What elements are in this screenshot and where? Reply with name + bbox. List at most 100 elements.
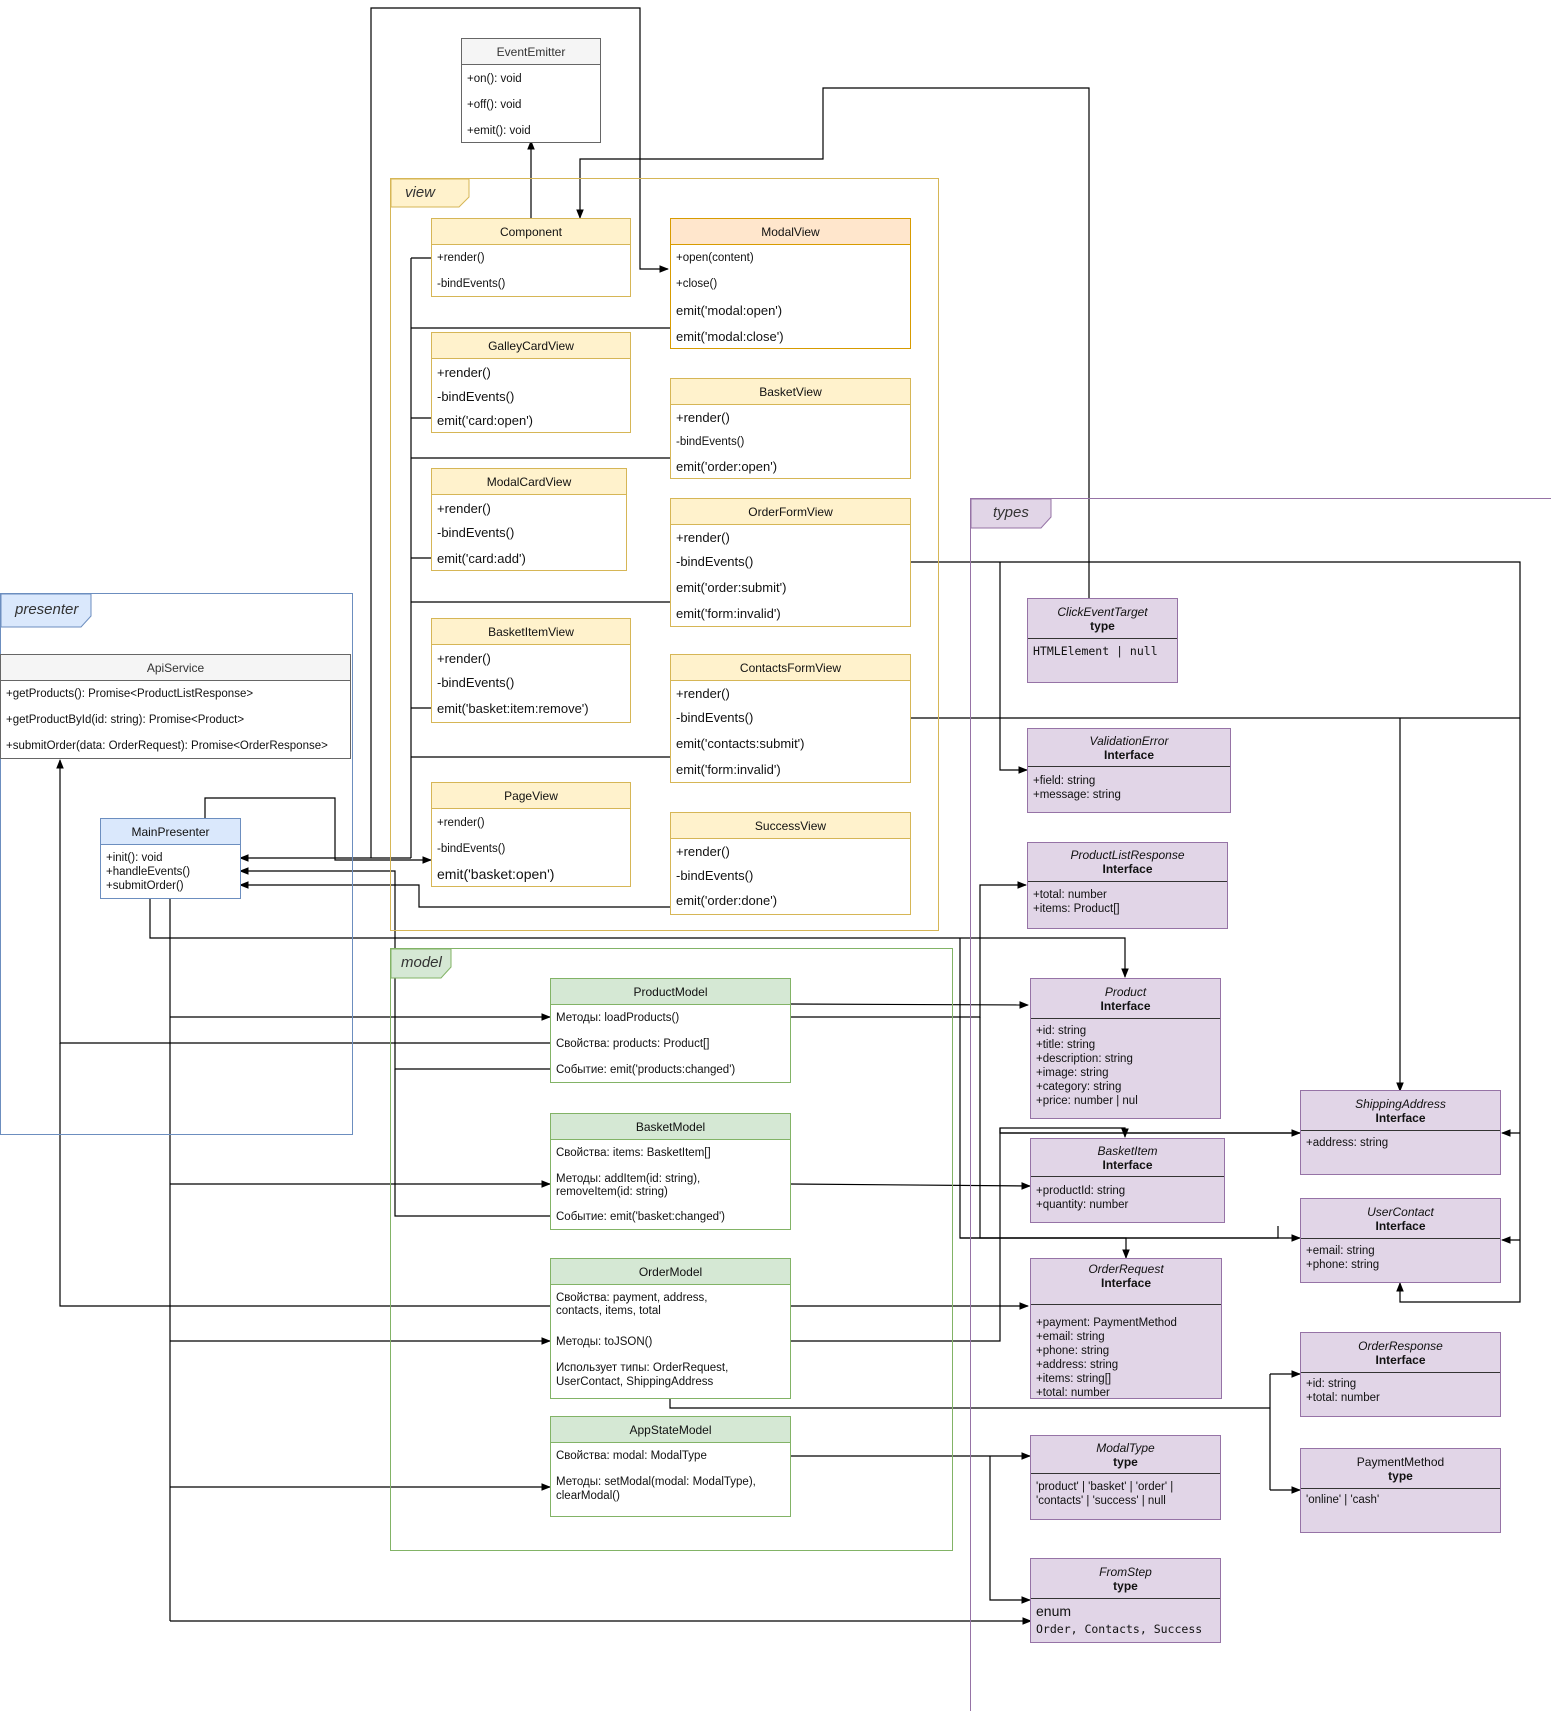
productlistresponse-member: +items: Product[] bbox=[1033, 903, 1120, 915]
product-member: +description: string bbox=[1036, 1053, 1133, 1065]
modalcardview-member: -bindEvents() bbox=[437, 525, 515, 540]
pageview-class[interactable]: PageView +render() -bindEvents() emit('b… bbox=[431, 782, 631, 887]
eventemitter-member: +off(): void bbox=[467, 99, 522, 111]
usercontact-header: UserContact Interface bbox=[1301, 1199, 1500, 1239]
product-member: +category: string bbox=[1036, 1081, 1122, 1093]
productmodel-name: ProductModel bbox=[633, 984, 708, 999]
product-member: +title: string bbox=[1036, 1039, 1096, 1051]
successview-member: -bindEvents() bbox=[676, 868, 754, 883]
orderresponse-member: +id: string bbox=[1306, 1378, 1357, 1390]
product-member: +price: number | nul bbox=[1036, 1095, 1138, 1107]
modaltype-stereotype: type bbox=[1113, 1454, 1138, 1469]
product-stereotype: Interface bbox=[1100, 998, 1151, 1013]
mainpresenter-header: MainPresenter bbox=[101, 819, 240, 845]
orderrequest-member: +total: number bbox=[1036, 1387, 1110, 1399]
ordermodel-member: Методы: toJSON() bbox=[556, 1336, 653, 1348]
appstatemodel-member: clearModal() bbox=[556, 1490, 620, 1502]
orderresponse-stereotype: Interface bbox=[1375, 1352, 1426, 1367]
validationerror-name: ValidationError bbox=[1089, 733, 1169, 748]
modaltype-header: ModalType type bbox=[1031, 1436, 1220, 1474]
basketitem-type[interactable]: BasketItem Interface +productId: string … bbox=[1030, 1138, 1225, 1223]
eventemitter-header: EventEmitter bbox=[462, 39, 600, 65]
basketview-header: BasketView bbox=[671, 379, 910, 405]
productmodel-class[interactable]: ProductModel Методы: loadProducts() Свой… bbox=[550, 978, 791, 1083]
usercontact-member: +phone: string bbox=[1306, 1259, 1380, 1271]
contactsformview-name: ContactsFormView bbox=[739, 660, 842, 675]
modalview-name: ModalView bbox=[761, 224, 820, 239]
appstatemodel-header: AppStateModel bbox=[551, 1417, 790, 1443]
galleycardview-member: emit('card:open') bbox=[437, 413, 534, 428]
pageview-name: PageView bbox=[504, 788, 558, 803]
fromstep-member: enum bbox=[1036, 1603, 1072, 1619]
orderformview-member: -bindEvents() bbox=[676, 554, 754, 569]
orderrequest-type[interactable]: OrderRequest Interface +payment: Payment… bbox=[1030, 1258, 1222, 1399]
validationerror-stereotype: Interface bbox=[1103, 747, 1155, 762]
successview-class[interactable]: SuccessView +render() -bindEvents() emit… bbox=[670, 812, 911, 915]
validationerror-type[interactable]: ValidationError Interface +field: string… bbox=[1027, 728, 1231, 813]
paymentmethod-name: PaymentMethod bbox=[1356, 1454, 1445, 1469]
modalview-member: +close() bbox=[676, 278, 718, 290]
clickeventtarget-stereotype: type bbox=[1090, 618, 1115, 633]
galleycardview-header: GalleyCardView bbox=[432, 333, 630, 359]
modalcardview-class[interactable]: ModalCardView +render() -bindEvents() em… bbox=[431, 468, 627, 571]
product-type[interactable]: Product Interface +id: string +title: st… bbox=[1030, 978, 1221, 1119]
mainpresenter-member: +init(): void bbox=[106, 852, 163, 864]
fromstep-type[interactable]: FromStep type enum Order, Contacts, Succ… bbox=[1030, 1558, 1221, 1643]
presenter-frame-tab bbox=[1, 594, 92, 628]
orderrequest-header: OrderRequest Interface bbox=[1031, 1259, 1221, 1305]
paymentmethod-type[interactable]: PaymentMethod type 'online' | 'cash' bbox=[1300, 1448, 1501, 1533]
ordermodel-member: Использует типы: OrderRequest, bbox=[556, 1362, 729, 1374]
productmodel-member: Свойства: products: Product[] bbox=[556, 1038, 710, 1050]
productlistresponse-type[interactable]: ProductListResponse Interface +total: nu… bbox=[1027, 842, 1228, 929]
eventemitter-class[interactable]: EventEmitter +on(): void +off(): void +e… bbox=[461, 38, 601, 143]
mainpresenter-class[interactable]: MainPresenter +init(): void +handleEvent… bbox=[100, 818, 241, 899]
modalcardview-member: +render() bbox=[437, 501, 491, 516]
productmodel-member: Методы: loadProducts() bbox=[556, 1012, 680, 1024]
apiservice-member: +submitOrder(data: OrderRequest): Promis… bbox=[6, 740, 328, 752]
contactsformview-member: emit('form:invalid') bbox=[676, 762, 781, 777]
orderresponse-header: OrderResponse Interface bbox=[1301, 1333, 1500, 1373]
eventemitter-member: +on(): void bbox=[467, 73, 522, 85]
eventemitter-name: EventEmitter bbox=[496, 44, 566, 59]
galleycardview-member: -bindEvents() bbox=[437, 389, 515, 404]
validationerror-member: +message: string bbox=[1033, 789, 1121, 801]
clickeventtarget-type[interactable]: ClickEventTarget type HTMLElement | null bbox=[1027, 598, 1178, 683]
appstatemodel-member: Свойства: modal: ModalType bbox=[556, 1450, 707, 1462]
paymentmethod-member: 'online' | 'cash' bbox=[1306, 1494, 1380, 1506]
basketitemview-class[interactable]: BasketItemView +render() -bindEvents() e… bbox=[431, 618, 631, 723]
modalcardview-name: ModalCardView bbox=[486, 474, 572, 489]
usercontact-stereotype: Interface bbox=[1375, 1218, 1426, 1233]
shippingaddress-type[interactable]: ShippingAddress Interface +address: stri… bbox=[1300, 1090, 1501, 1175]
galleycardview-class[interactable]: GalleyCardView +render() -bindEvents() e… bbox=[431, 332, 631, 433]
apiservice-class[interactable]: ApiService +getProducts(): Promise<Produ… bbox=[0, 654, 351, 759]
component-class[interactable]: Component +render() -bindEvents() bbox=[431, 218, 631, 297]
component-name: Component bbox=[499, 224, 563, 239]
product-header: Product Interface bbox=[1031, 979, 1220, 1019]
ordermodel-class[interactable]: OrderModel Свойства: payment, address, c… bbox=[550, 1258, 791, 1399]
orderrequest-stereotype: Interface bbox=[1100, 1276, 1152, 1290]
basketview-class[interactable]: BasketView +render() -bindEvents() emit(… bbox=[670, 378, 911, 479]
usercontact-type[interactable]: UserContact Interface +email: string +ph… bbox=[1300, 1198, 1501, 1283]
modaltype-type[interactable]: ModalType type 'product' | 'basket' | 'o… bbox=[1030, 1435, 1221, 1520]
successview-name: SuccessView bbox=[754, 818, 827, 833]
orderformview-class[interactable]: OrderFormView +render() -bindEvents() em… bbox=[670, 498, 911, 627]
mainpresenter-member: +handleEvents() bbox=[106, 866, 191, 878]
shippingaddress-header: ShippingAddress Interface bbox=[1301, 1091, 1500, 1131]
basketmodel-class[interactable]: BasketModel Свойства: items: BasketItem[… bbox=[550, 1113, 791, 1230]
appstatemodel-class[interactable]: AppStateModel Свойства: modal: ModalType… bbox=[550, 1416, 791, 1517]
orderresponse-type[interactable]: OrderResponse Interface +id: string +tot… bbox=[1300, 1332, 1501, 1417]
apiservice-member: +getProducts(): Promise<ProductListRespo… bbox=[6, 688, 254, 700]
appstatemodel-member: Методы: setModal(modal: ModalType), bbox=[556, 1476, 756, 1488]
basketmodel-member: Свойства: items: BasketItem[] bbox=[556, 1147, 711, 1159]
apiservice-member: +getProductById(id: string): Promise<Pro… bbox=[6, 714, 245, 726]
modalview-class[interactable]: ModalView +open(content) +close() emit('… bbox=[670, 218, 911, 349]
component-member: -bindEvents() bbox=[437, 278, 506, 290]
fromstep-header: FromStep type bbox=[1031, 1559, 1220, 1599]
usercontact-member: +email: string bbox=[1306, 1245, 1375, 1257]
successview-member: emit('order:done') bbox=[676, 893, 778, 908]
pageview-header: PageView bbox=[432, 783, 630, 809]
orderformview-member: emit('form:invalid') bbox=[676, 606, 781, 621]
modalview-member: +open(content) bbox=[676, 252, 754, 264]
contactsformview-class[interactable]: ContactsFormView +render() -bindEvents()… bbox=[670, 654, 911, 783]
